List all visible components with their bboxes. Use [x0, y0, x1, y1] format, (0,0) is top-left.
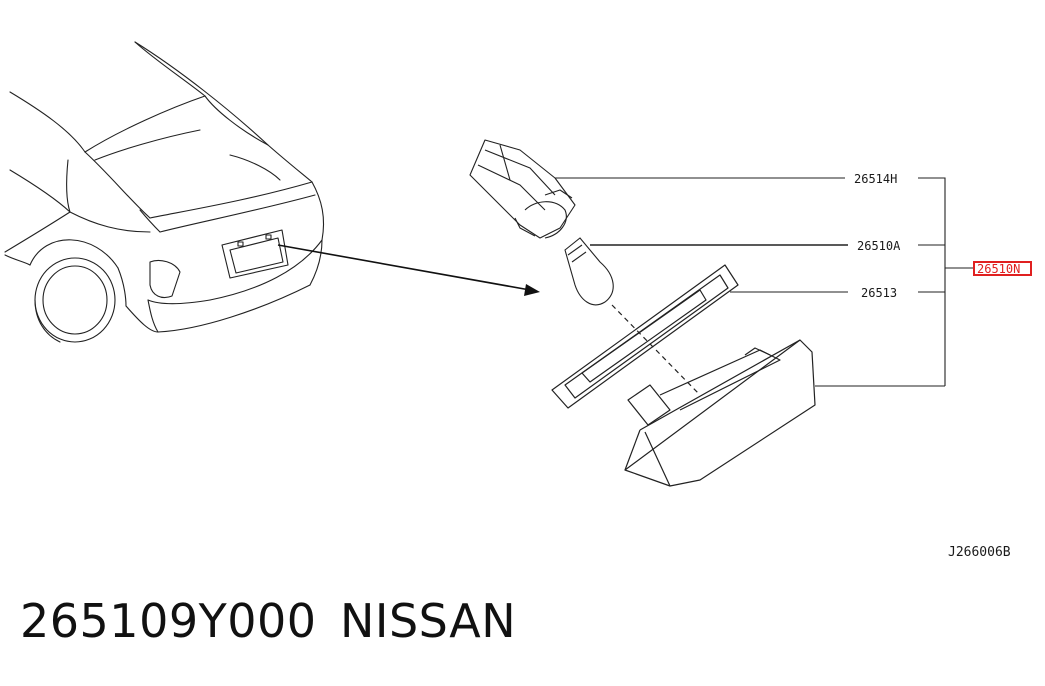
assembly-label-highlight [973, 261, 1032, 276]
lamp-housing-illustration [624, 339, 816, 487]
socket-illustration [469, 139, 576, 239]
drawing-code: J266006B [948, 545, 1011, 560]
part-number: 265109Y000 [20, 594, 317, 648]
car-illustration [4, 41, 325, 343]
callout-socket-label: 26514H [854, 172, 897, 186]
callout-gasket-label: 26513 [861, 286, 897, 300]
gasket-illustration [551, 264, 739, 409]
assembly-axis-line [611, 304, 701, 396]
leader-lines [555, 177, 975, 387]
bulb-illustration [564, 237, 614, 306]
callout-bulb-label: 26510A [857, 239, 901, 253]
brand-name: NISSAN [340, 594, 517, 648]
location-arrow [277, 244, 540, 296]
parts-diagram: 26514H 26510A 26513 26510N J266006B [4, 41, 1032, 560]
assembly-label[interactable]: 26510N [977, 262, 1020, 276]
